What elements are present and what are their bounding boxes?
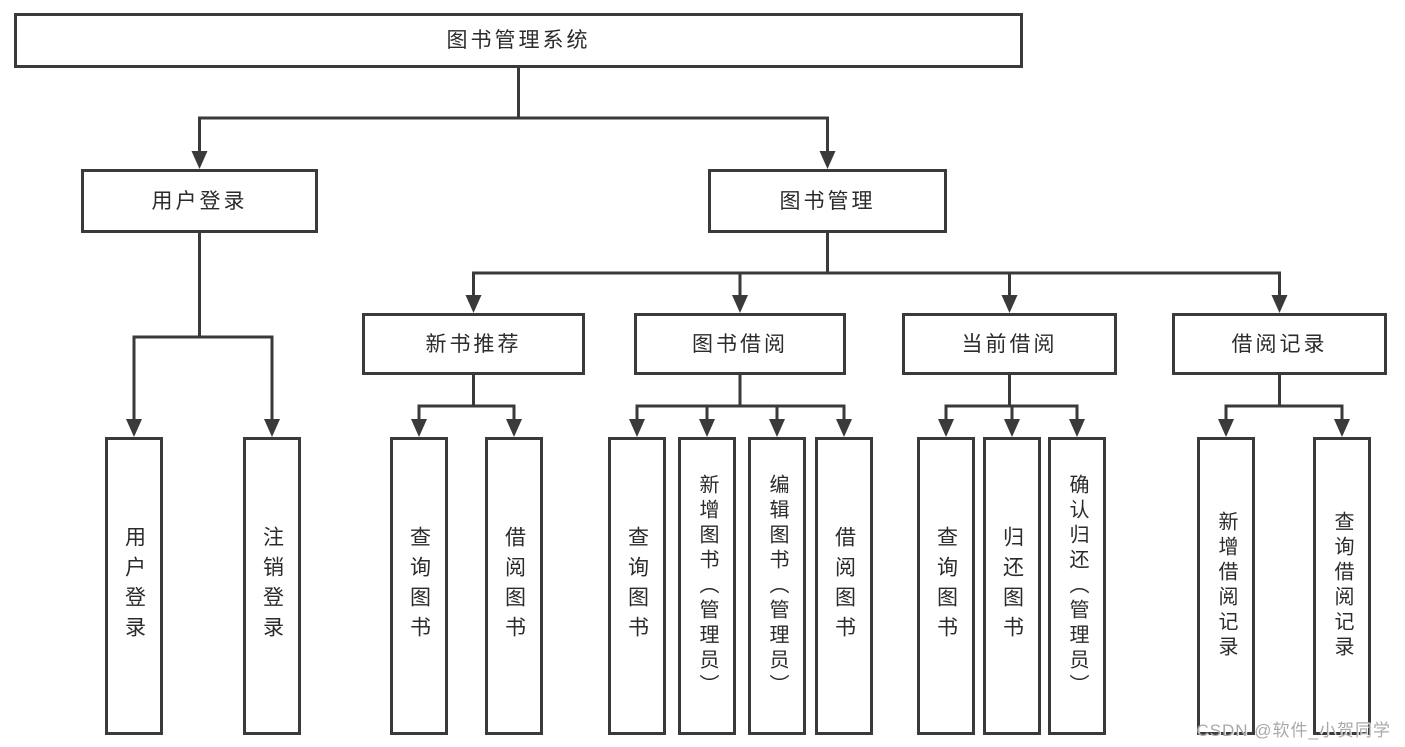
node-root: 图书管理系统 xyxy=(14,13,1023,68)
node-book-management-label: 图书管理 xyxy=(779,189,876,213)
csdn-watermark: CSDN @软件_小贺同学 xyxy=(1196,721,1391,740)
leaf-edit-book-admin-label: 编辑图书（管理员） xyxy=(766,473,788,699)
connector-root-to-level2 xyxy=(191,68,836,169)
leaf-confirm-return-admin-label: 确认归还（管理员） xyxy=(1066,473,1088,699)
leaf-confirm-return-admin: 确认归还（管理员） xyxy=(1048,437,1106,735)
leaf-add-borrow-record: 新增借阅记录 xyxy=(1197,437,1255,735)
leaf-logout: 注销登录 xyxy=(243,437,301,735)
node-book-management: 图书管理 xyxy=(708,169,947,233)
node-borrow-record-label: 借阅记录 xyxy=(1231,332,1328,356)
node-book-borrow: 图书借阅 xyxy=(634,313,846,375)
node-current-borrow: 当前借阅 xyxy=(902,313,1117,375)
leaf-borrow-book-label: 借阅图书 xyxy=(832,526,856,646)
node-new-book-recommend-label: 新书推荐 xyxy=(425,332,522,356)
leaf-add-book-admin-label: 新增图书（管理员） xyxy=(696,473,718,699)
connector-bookmgmt-to-level3 xyxy=(465,233,1288,313)
connector-bookborrow-to-leaves xyxy=(629,375,852,437)
leaf-edit-book-admin: 编辑图书（管理员） xyxy=(748,437,806,735)
leaf-add-borrow-record-label: 新增借阅记录 xyxy=(1215,511,1237,661)
leaf-return-book-label: 归还图书 xyxy=(1000,526,1024,646)
connector-currentborrow-to-leaves xyxy=(938,375,1085,437)
leaf-borrow-book-newbook: 借阅图书 xyxy=(485,437,543,735)
node-current-borrow-label: 当前借阅 xyxy=(961,332,1058,356)
leaf-add-book-admin: 新增图书（管理员） xyxy=(678,437,736,735)
connector-userlogin-to-leaves xyxy=(126,233,280,437)
leaf-query-book-current: 查询图书 xyxy=(917,437,975,735)
leaf-query-book-newbook-label: 查询图书 xyxy=(407,526,431,646)
leaf-user-login-label: 用户登录 xyxy=(122,526,146,646)
node-root-label: 图书管理系统 xyxy=(446,29,591,52)
leaf-query-book-borrow-label: 查询图书 xyxy=(625,526,649,646)
leaf-query-book-current-label: 查询图书 xyxy=(934,526,958,646)
node-new-book-recommend: 新书推荐 xyxy=(362,313,585,375)
leaf-logout-label: 注销登录 xyxy=(260,526,284,646)
node-user-login: 用户登录 xyxy=(81,169,318,233)
leaf-borrow-book: 借阅图书 xyxy=(815,437,873,735)
leaf-query-book-borrow: 查询图书 xyxy=(608,437,666,735)
connector-newbook-to-leaves xyxy=(411,375,522,437)
connector-borrowrecord-to-leaves xyxy=(1218,375,1350,437)
node-book-borrow-label: 图书借阅 xyxy=(692,332,788,356)
leaf-borrow-book-newbook-label: 借阅图书 xyxy=(502,526,526,646)
leaf-user-login: 用户登录 xyxy=(105,437,163,735)
leaf-query-book-newbook: 查询图书 xyxy=(390,437,448,735)
leaf-return-book: 归还图书 xyxy=(983,437,1041,735)
node-borrow-record: 借阅记录 xyxy=(1172,313,1387,375)
node-user-login-label: 用户登录 xyxy=(151,189,248,213)
leaf-query-borrow-record: 查询借阅记录 xyxy=(1313,437,1371,735)
leaf-query-borrow-record-label: 查询借阅记录 xyxy=(1331,511,1353,661)
